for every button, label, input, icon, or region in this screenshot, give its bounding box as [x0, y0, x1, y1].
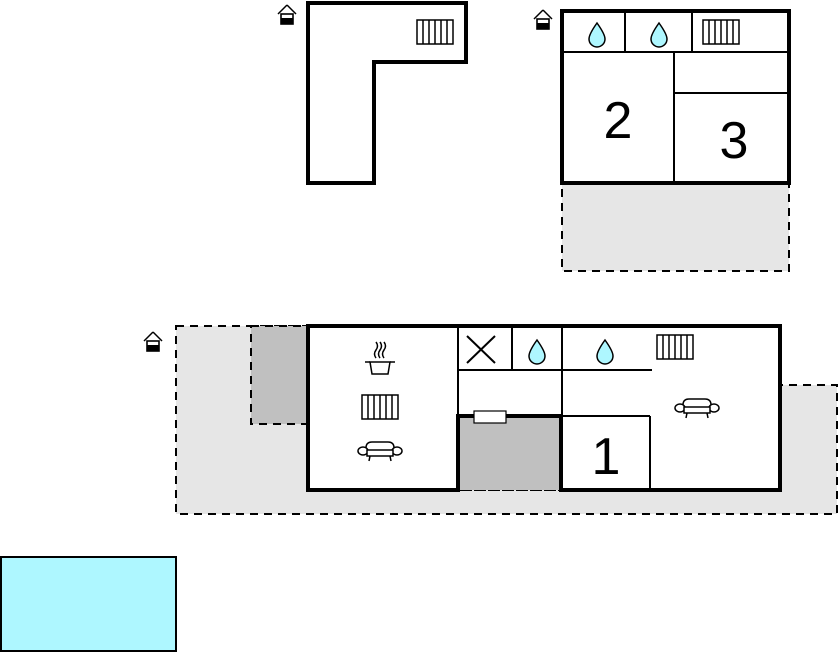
radiator-icon: [702, 19, 740, 45]
entrance-icon: [143, 331, 163, 352]
window-icon: [473, 410, 507, 424]
fireplace-cross-icon: [466, 335, 496, 364]
pool: [0, 556, 177, 652]
entrance-icon: [277, 4, 297, 25]
building-lower: 1: [306, 324, 782, 492]
room-label-2: 2: [604, 92, 633, 150]
building-l-shape: [306, 1, 468, 185]
outdoor-area-upper: [561, 182, 790, 272]
entrance-icon: [533, 9, 553, 30]
room-label-1: 1: [592, 428, 621, 486]
radiator-icon: [656, 334, 694, 360]
building-upper-right: 2 3: [560, 9, 791, 185]
room-label-3: 3: [720, 112, 749, 170]
radiator-icon: [416, 19, 454, 45]
radiator-icon: [361, 394, 399, 420]
